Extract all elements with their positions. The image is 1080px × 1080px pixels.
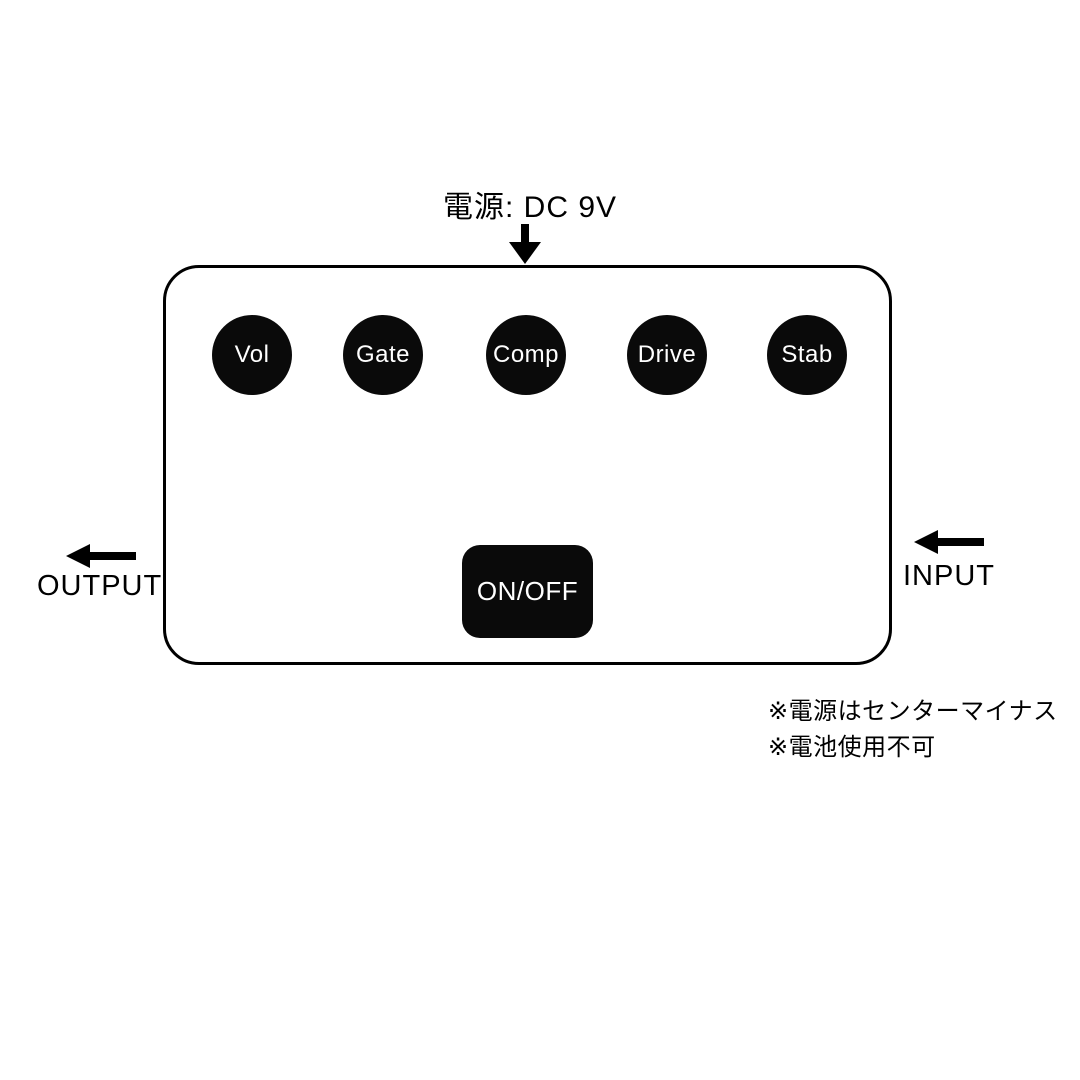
footswitch-on-off: ON/OFF: [462, 545, 593, 638]
knob-gate-label: Gate: [355, 341, 411, 368]
arrow-left-input-icon: [914, 530, 984, 554]
pedal-enclosure: Vol Gate Comp Drive Stab ON/OFF: [163, 265, 892, 665]
knob-comp: Comp: [486, 315, 566, 395]
footnote-no-battery: ※電池使用不可: [768, 734, 936, 761]
footnote-power-polarity: ※電源はセンターマイナス: [768, 698, 1058, 725]
footnotes: ※電源はセンターマイナス ※電池使用不可: [768, 694, 1058, 766]
arrow-down-icon: [509, 224, 541, 264]
arrow-left-output-icon: [66, 544, 136, 568]
knob-drive-label: Drive: [637, 341, 697, 368]
knob-gate: Gate: [343, 315, 423, 395]
knob-stab-label: Stab: [781, 341, 833, 368]
knob-vol: Vol: [212, 315, 292, 395]
footswitch-label: ON/OFF: [476, 576, 579, 606]
knob-comp-label: Comp: [492, 341, 560, 368]
power-supply-label: 電源: DC 9V: [442, 191, 618, 224]
knob-stab: Stab: [767, 315, 847, 395]
knob-drive: Drive: [627, 315, 707, 395]
knob-vol-label: Vol: [234, 341, 270, 368]
input-label: INPUT: [903, 560, 995, 592]
output-label: OUTPUT: [37, 570, 163, 602]
